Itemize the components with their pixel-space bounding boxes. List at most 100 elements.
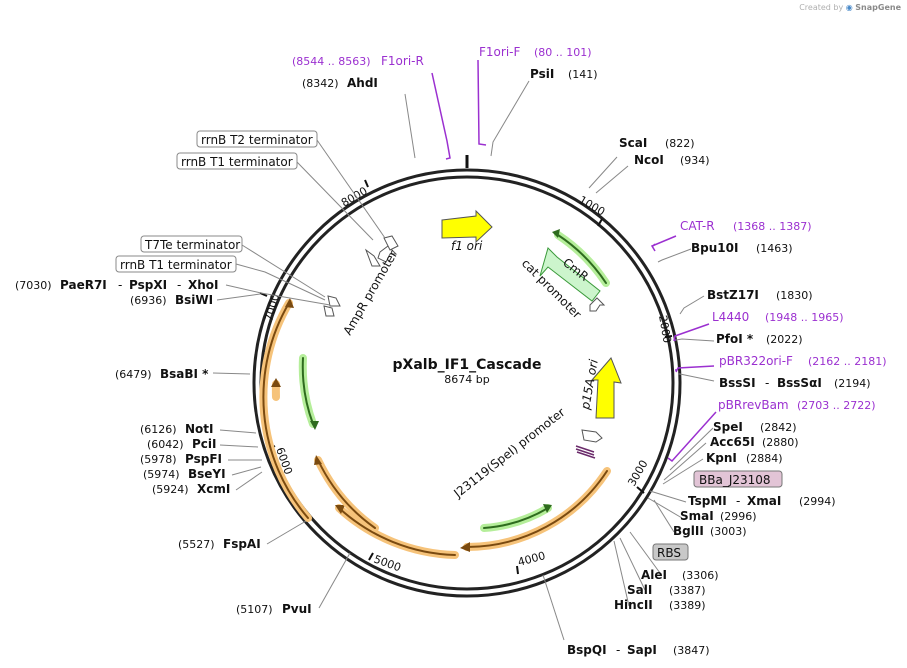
site-name: NcoI xyxy=(634,153,664,167)
primer-mark-f1ori-f xyxy=(477,59,487,146)
snapgene-credit: Created by ◉ SnapGene xyxy=(799,3,901,12)
site-pos: (6042) xyxy=(147,438,184,451)
site-name: ScaI xyxy=(619,136,647,150)
cds-green-arcs xyxy=(298,229,610,532)
j23119-label: J23119(SpeI) promoter xyxy=(450,405,567,501)
site-name: BsiWI xyxy=(175,293,213,307)
f1-ori-arrow xyxy=(441,209,493,244)
primer-mark-l4440 xyxy=(673,323,710,342)
terminator-glyph xyxy=(364,248,381,267)
cds-arrowhead xyxy=(335,505,345,514)
site-name: SmaI xyxy=(680,509,714,523)
part-label-bba: BBa_J23108 xyxy=(699,473,771,487)
cds-arrowhead xyxy=(314,455,322,465)
credit-brand: SnapGene xyxy=(855,3,901,12)
site-pos: (5107) xyxy=(236,603,273,616)
small-feature-marks xyxy=(652,243,677,371)
tick-label: 2000 xyxy=(656,314,674,344)
site-name: PfoI * xyxy=(716,332,754,346)
site-pos: (2842) xyxy=(760,421,797,434)
site-name: XhoI xyxy=(188,278,219,292)
primer-name: pBRrevBam xyxy=(718,398,789,412)
site-name: HincII xyxy=(614,598,653,612)
primer-name: CAT-R xyxy=(680,219,715,233)
site-name: BsaBI * xyxy=(160,367,209,381)
terminator-label: rrnB T2 terminator xyxy=(201,133,313,147)
site-sep: - xyxy=(736,494,740,508)
site-name: BssSI xyxy=(719,376,756,390)
cat-promoter-arrow xyxy=(589,297,606,312)
site-labels-left: (5107) PvuI (5527) FspAI (5924) XcmI (59… xyxy=(15,278,312,616)
site-pos: (3003) xyxy=(710,525,747,538)
site-name: SpeI xyxy=(713,420,743,434)
primer-range: (8544 .. 8563) xyxy=(292,55,371,68)
site-pos: (1463) xyxy=(756,242,793,255)
site-pos: (6936) xyxy=(130,294,167,307)
primer-mark-f1ori-r xyxy=(431,72,451,160)
primer-name: F1ori-F xyxy=(479,45,520,59)
cds-orange-arcs xyxy=(259,298,611,559)
credit-prefix: Created by xyxy=(799,3,844,12)
p15a-ori-feature: p15A ori xyxy=(578,357,622,419)
site-pos: (5978) xyxy=(140,453,177,466)
site-pos: (2880) xyxy=(762,436,799,449)
site-name: PaeR7I xyxy=(60,278,107,292)
primer-range: (2703 .. 2722) xyxy=(797,399,876,412)
cds-arrowhead xyxy=(310,421,319,430)
site-name: BspQI xyxy=(567,643,607,657)
primer-name: pBR322ori-F xyxy=(719,354,793,368)
site-name: BssSαI xyxy=(777,376,822,390)
primer-range: (1368 .. 1387) xyxy=(733,220,812,233)
plasmid-name: pXalb_IF1_Cascade xyxy=(393,357,542,373)
site-labels-right: (8342) AhdI PsiI (141) ScaI (822) NcoI (… xyxy=(302,67,871,657)
site-name: PciI xyxy=(192,437,217,451)
tick-label: 4000 xyxy=(516,549,546,569)
site-pos: (2022) xyxy=(766,333,803,346)
site-name: AhdI xyxy=(347,76,378,90)
site-pos: (3847) xyxy=(673,644,710,657)
tick-label: 8000 xyxy=(339,184,370,209)
f1-ori-label: f1 ori xyxy=(451,239,483,253)
site-name: BglII xyxy=(673,524,704,538)
terminator-label: rrnB T1 terminator xyxy=(120,258,232,272)
site-sep: - xyxy=(616,643,620,657)
terminator-glyph xyxy=(383,235,399,251)
primer-range: (1948 .. 1965) xyxy=(765,311,844,324)
site-sep: - xyxy=(118,278,122,292)
site-name: KpnI xyxy=(706,451,737,465)
site-name: SapI xyxy=(627,643,657,657)
site-pos: (1830) xyxy=(776,289,813,302)
site-name: FspAI xyxy=(223,537,261,551)
j23119-feature: J23119(SpeI) promoter xyxy=(450,405,603,501)
site-pos: (2194) xyxy=(834,377,871,390)
tick-label: 1000 xyxy=(577,193,608,218)
site-name: PsiI xyxy=(530,67,554,81)
primer-mark-cat-r xyxy=(650,235,677,252)
site-name: PspXI xyxy=(129,278,167,292)
site-name: BseYI xyxy=(188,467,226,481)
site-name: Acc65I xyxy=(710,435,755,449)
cds-arrowhead xyxy=(543,504,552,513)
site-name: NotI xyxy=(185,422,214,436)
cds-arrowhead xyxy=(460,542,470,552)
leader-lines xyxy=(212,80,715,641)
site-name: PspFI xyxy=(185,452,222,466)
primer-range: (2162 .. 2181) xyxy=(808,355,887,368)
primer-name: L4440 xyxy=(712,310,749,324)
site-sep: - xyxy=(177,278,181,292)
site-pos: (3389) xyxy=(669,599,706,612)
plasmid-length: 8674 bp xyxy=(444,373,489,386)
site-name: BstZ17I xyxy=(707,288,759,302)
site-name: XcmI xyxy=(197,482,230,496)
terminator-label: rrnB T1 terminator xyxy=(181,155,293,169)
site-pos: (6126) xyxy=(140,423,177,436)
ampr-promoter-feature: AmpR promoter xyxy=(323,235,400,338)
cds-arrowhead xyxy=(285,298,294,308)
primer-mark-pbrrevbam xyxy=(667,411,717,463)
part-label-rbs: RBS xyxy=(657,546,681,560)
j23119-promoter-arrow xyxy=(581,429,603,443)
site-pos: (8342) xyxy=(302,77,339,90)
cds-arrowhead xyxy=(552,229,560,238)
site-pos: (7030) xyxy=(15,279,52,292)
